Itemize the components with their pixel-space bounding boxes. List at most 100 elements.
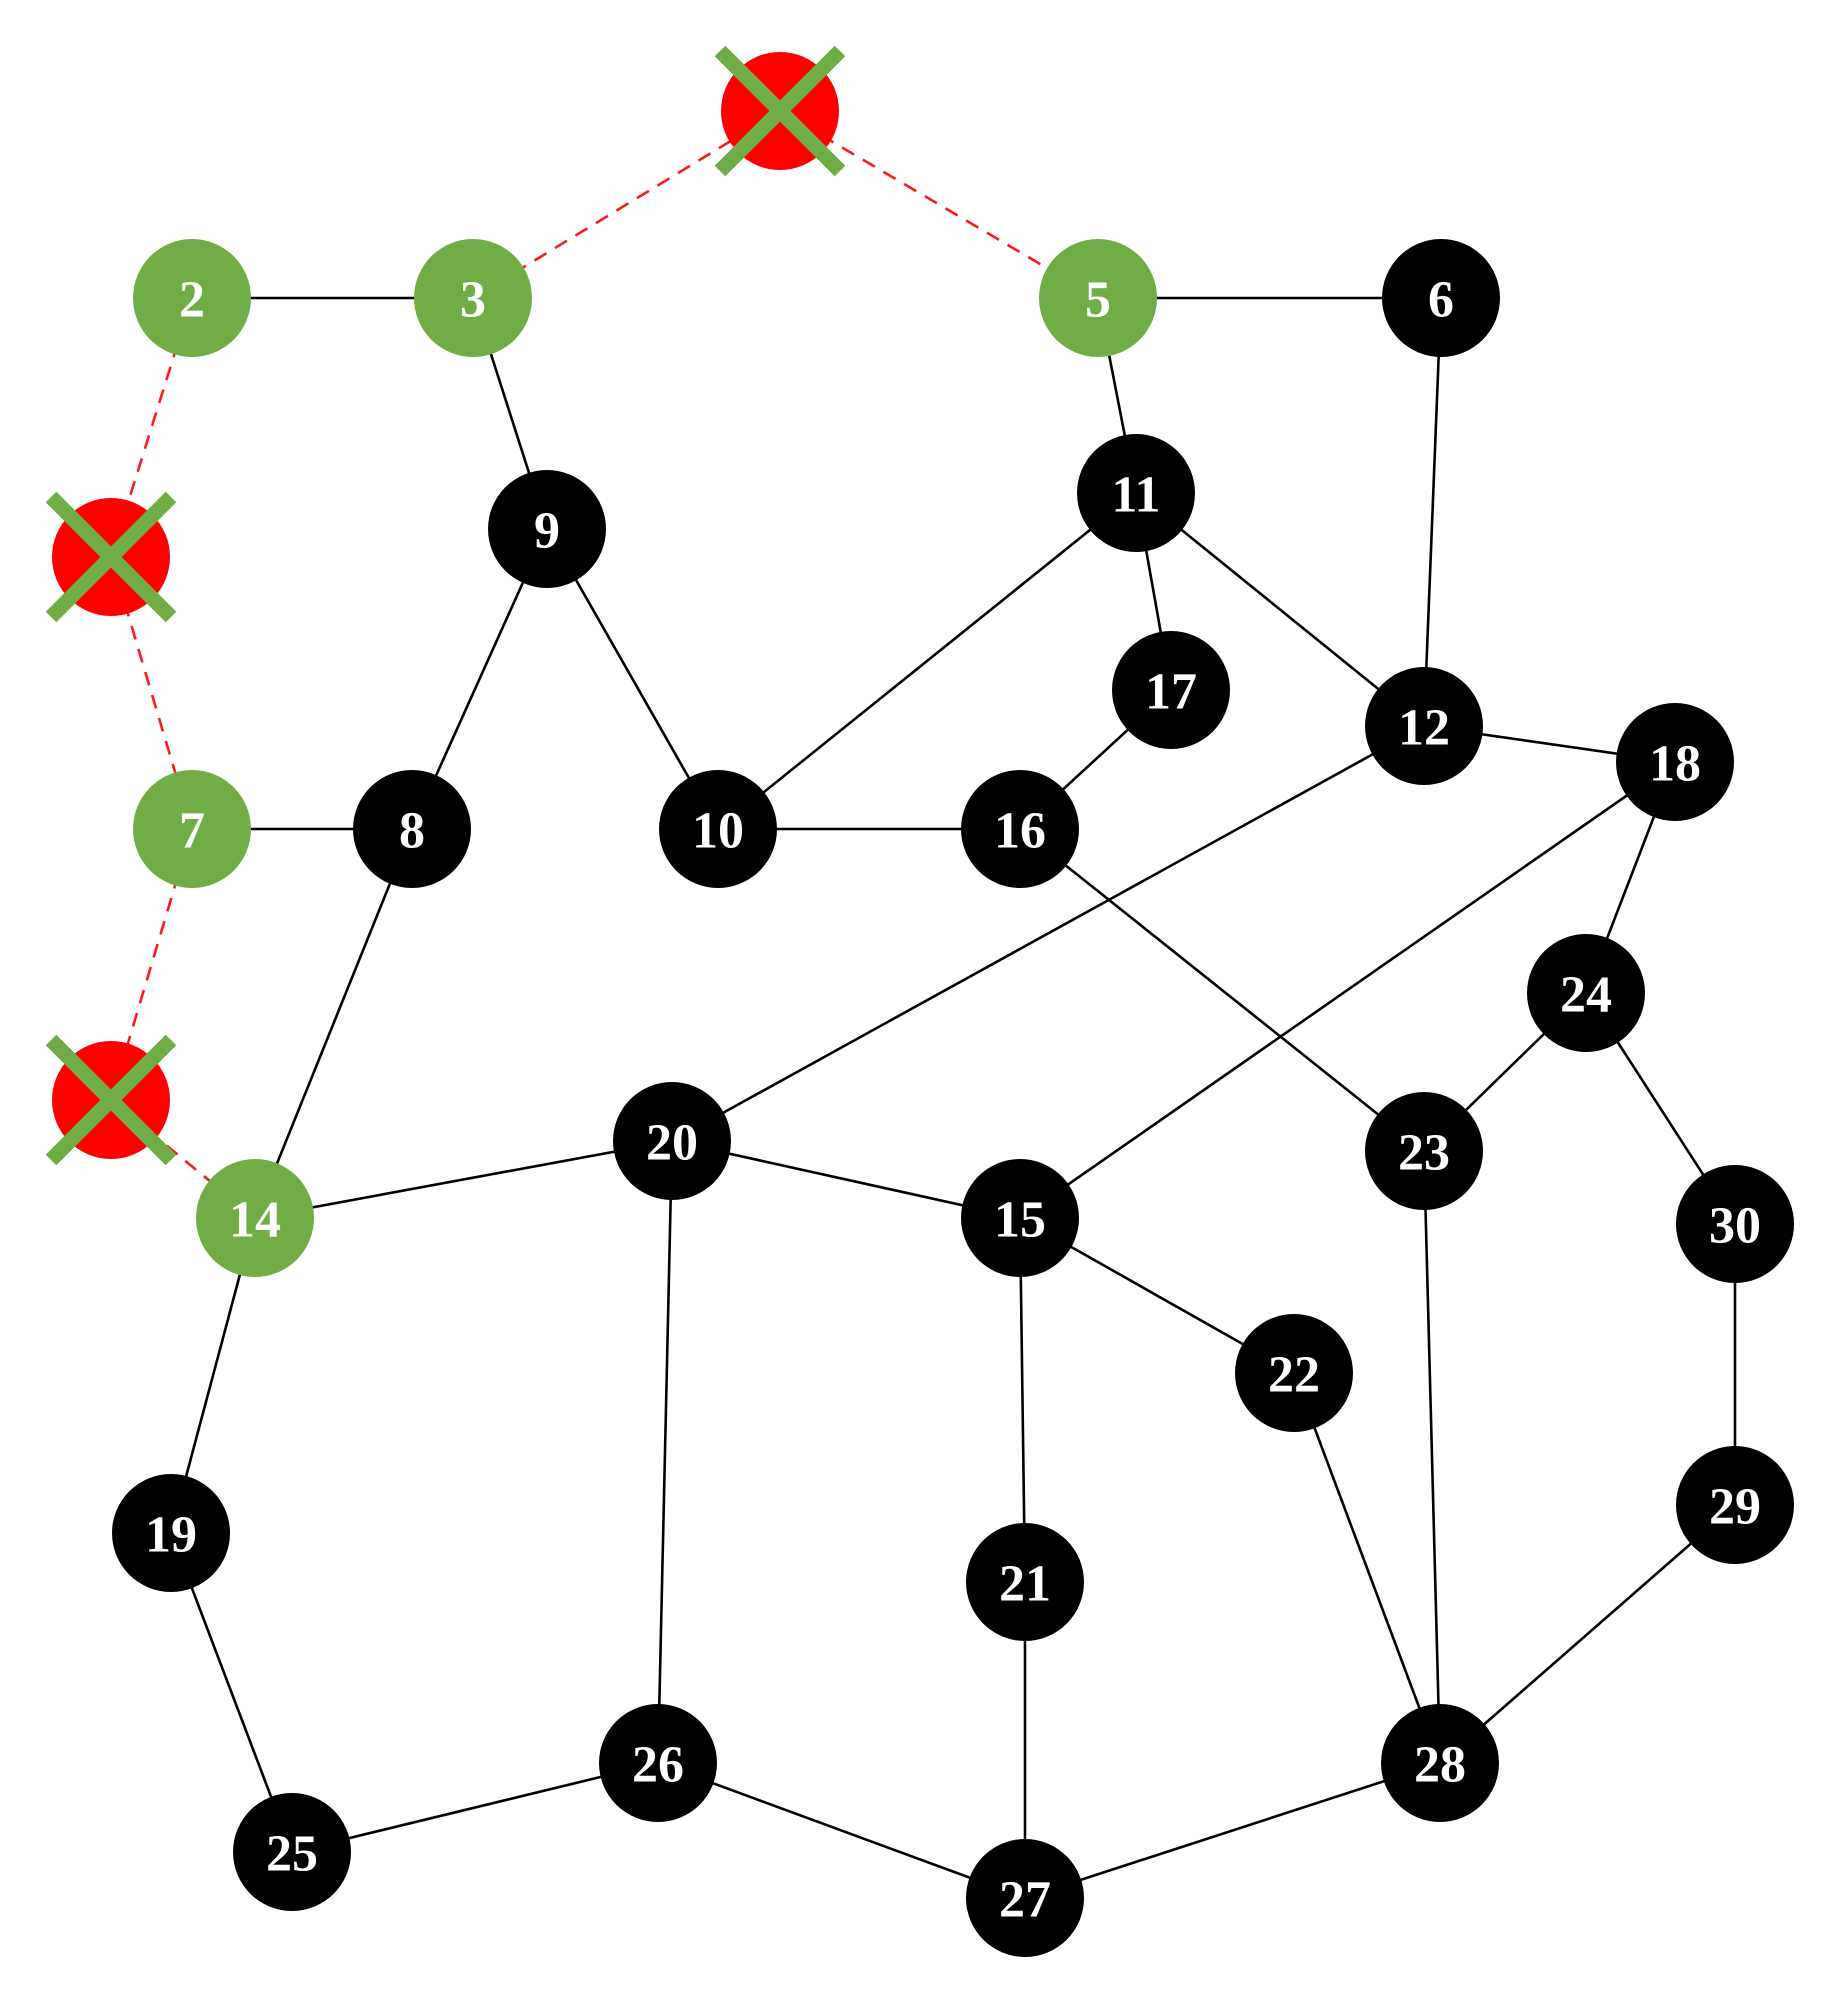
node-16-label: 16 [994,803,1046,860]
edge-20-26 [656,1140,674,1764]
edge-6-12 [1422,297,1443,727]
node-20-label: 20 [646,1115,698,1172]
edge-20-15 [671,1139,1021,1220]
failed-cross-icon [45,1034,177,1166]
edge-12-20 [671,724,1425,1143]
node-20: 20 [613,1082,731,1200]
node-22: 22 [1235,1314,1353,1432]
node-8: 8 [353,770,471,888]
node-2-label: 2 [179,272,205,329]
node-19-circle [112,1474,230,1592]
node-10-circle [659,770,777,888]
node-16: 16 [961,770,1079,888]
node-5-circle [1039,239,1157,357]
edge-26-27 [657,1761,1026,1900]
node-5: 5 [1039,239,1157,357]
edges-layer [109,109,1737,1900]
node-8-circle [353,770,471,888]
node-18: 18 [1616,703,1734,821]
node-21-label: 21 [999,1556,1051,1613]
node-6-label: 6 [1428,272,1454,329]
node-25-label: 25 [266,1826,318,1883]
node-17: 17 [1112,631,1230,749]
node-29-circle [1676,1446,1794,1564]
node-3: 3 [414,239,532,357]
edge-22-28 [1292,1372,1442,1764]
node-10-label: 10 [692,803,744,860]
node-15-label: 15 [994,1192,1046,1249]
node-3-label: 3 [460,272,486,329]
cross-stroke [714,45,846,177]
node-18-circle [1616,703,1734,821]
edge-14-20 [254,1139,673,1220]
node-13 [45,1034,177,1166]
node-25-circle [233,1793,351,1911]
edge-1-5 [779,109,1099,300]
node-19: 19 [112,1474,230,1592]
node-9-label: 9 [534,503,560,560]
node-17-label: 17 [1145,664,1197,721]
node-23-label: 23 [1398,1125,1450,1182]
node-6-circle [1382,239,1500,357]
node-11-label: 11 [1111,467,1160,524]
node-21: 21 [966,1523,1084,1641]
node-30-circle [1676,1165,1794,1283]
node-11-circle [1077,434,1195,552]
node-12-circle [1365,667,1483,785]
node-8-label: 8 [399,803,425,860]
node-27-label: 27 [999,1872,1051,1929]
node-6: 6 [1382,239,1500,357]
node-19-label: 19 [145,1507,197,1564]
node-17-circle [1112,631,1230,749]
node-26-circle [599,1704,717,1822]
node-29-label: 29 [1709,1479,1761,1536]
node-24: 24 [1527,934,1645,1052]
node-2-circle [133,239,251,357]
node-28-label: 28 [1414,1737,1466,1794]
node-9: 9 [488,470,606,588]
node-16-circle [961,770,1079,888]
node-3-circle [414,239,532,357]
edge-8-14 [253,828,414,1219]
node-21-circle [966,1523,1084,1641]
node-26: 26 [599,1704,717,1822]
node-11: 11 [1077,434,1195,552]
node-25: 25 [233,1793,351,1911]
node-28-circle [1381,1704,1499,1822]
node-18-label: 18 [1649,736,1701,793]
node-12: 12 [1365,667,1483,785]
node-12-label: 12 [1398,700,1450,757]
node-2: 2 [133,239,251,357]
edge-11-12 [1135,491,1425,728]
node-7-circle [133,770,251,888]
node-14: 14 [196,1159,314,1277]
node-15-circle [961,1159,1079,1277]
node-1 [714,45,846,177]
node-30: 30 [1676,1165,1794,1283]
node-30-label: 30 [1709,1198,1761,1255]
failed-cross-icon [714,45,846,177]
edge-11-10 [717,491,1137,831]
edge-3-1 [472,109,781,300]
node-28: 28 [1381,1704,1499,1822]
node-9-circle [488,470,606,588]
edge-18-15 [1019,760,1676,1220]
edge-29-28 [1439,1504,1736,1764]
node-23-circle [1365,1092,1483,1210]
node-10: 10 [659,770,777,888]
node-24-circle [1527,934,1645,1052]
edge-15-21 [1018,1217,1027,1583]
cross-stroke [45,491,177,623]
edge-27-28 [1024,1761,1441,1900]
edge-25-26 [291,1761,659,1854]
node-7-label: 7 [179,803,205,860]
node-23: 23 [1365,1092,1483,1210]
cross-stroke [45,1034,177,1166]
edge-16-23 [1019,827,1425,1153]
node-7: 7 [133,770,251,888]
node-15: 15 [961,1159,1079,1277]
node-27-circle [966,1839,1084,1957]
node-26-label: 26 [632,1737,684,1794]
node-24-label: 24 [1560,967,1612,1024]
